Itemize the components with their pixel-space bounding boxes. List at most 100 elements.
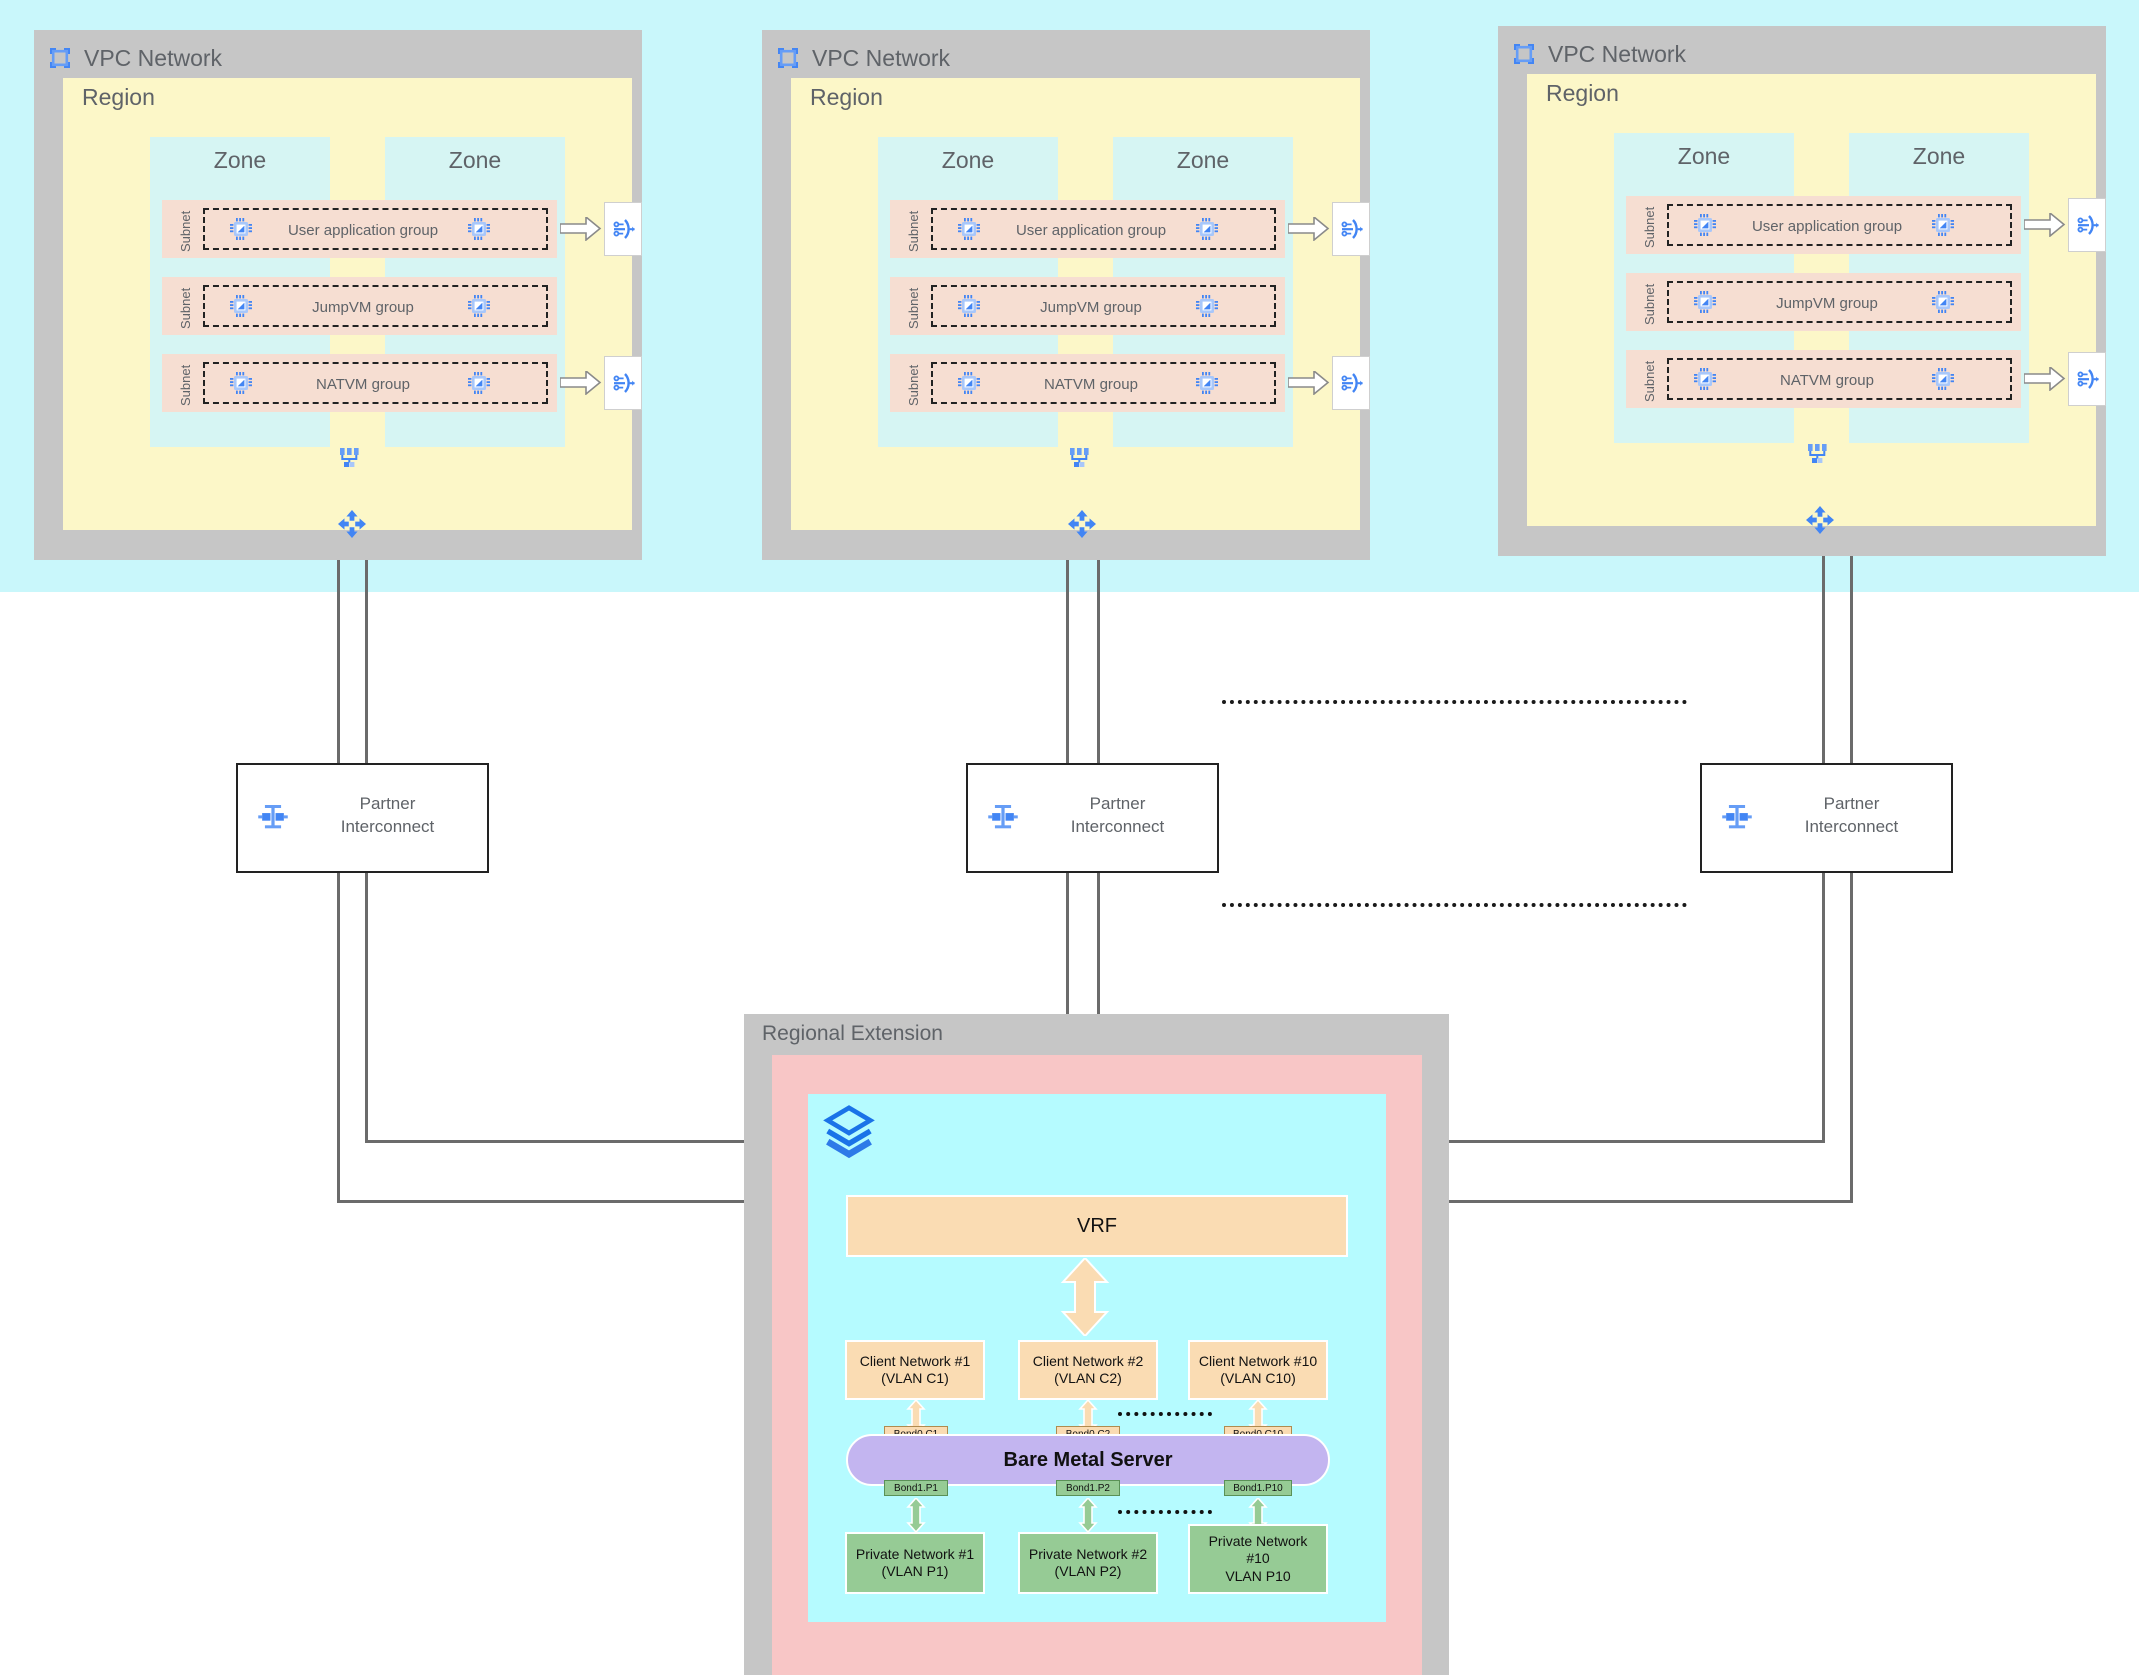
client-network-10[interactable]: Client Network #10(VLAN C10) bbox=[1188, 1340, 1328, 1400]
compute-vm-icon bbox=[1196, 372, 1218, 394]
arrow-right-icon bbox=[2024, 213, 2065, 237]
client-network-name: Client Network #10 bbox=[1198, 1352, 1318, 1369]
instance-group-natvm[interactable] bbox=[1667, 358, 2012, 400]
cloud-nat-icon bbox=[2076, 368, 2100, 390]
instance-group-jumpvm[interactable] bbox=[203, 285, 548, 327]
cloud-nat-icon bbox=[612, 218, 636, 240]
client-network-2-arrow bbox=[1078, 1400, 1098, 1434]
private-network-vlan: (VLAN P1) bbox=[881, 1563, 949, 1579]
client-network-2[interactable]: Client Network #2(VLAN C2) bbox=[1018, 1340, 1158, 1400]
pi-line-2: Interconnect bbox=[340, 816, 435, 836]
client-network-name: Client Network #1 bbox=[859, 1352, 971, 1369]
cloud-nat-2a[interactable] bbox=[1332, 202, 1370, 256]
private-network-vlan: (VLAN P2) bbox=[1054, 1563, 1122, 1579]
compute-vm-icon bbox=[230, 372, 252, 394]
pi-line-2: Interconnect bbox=[1804, 816, 1899, 836]
compute-vm-icon bbox=[1694, 291, 1716, 313]
compute-vm-icon bbox=[468, 218, 490, 240]
subnet-label: Subnet bbox=[1642, 360, 1657, 402]
region-label: Region bbox=[810, 84, 883, 110]
cloud-nat-icon bbox=[1340, 218, 1364, 240]
private-network-1[interactable]: Private Network #1(VLAN P1) bbox=[845, 1532, 985, 1594]
cloud-router-icon bbox=[338, 510, 366, 538]
subnet-label: Subnet bbox=[906, 364, 921, 406]
region-label: Region bbox=[1546, 80, 1619, 106]
compute-vm-icon bbox=[1932, 368, 1954, 390]
partner-interconnect-icon bbox=[988, 805, 1018, 829]
cloud-nat-icon bbox=[612, 372, 636, 394]
arrow-right-icon bbox=[1288, 217, 1329, 241]
instance-group-user-application[interactable] bbox=[931, 208, 1276, 250]
pi-line-1: Partner bbox=[359, 794, 416, 813]
client-network-vlan: (VLAN C1) bbox=[881, 1370, 949, 1386]
connector-vpc1-a2 bbox=[337, 1200, 859, 1203]
instance-group-label: User application group bbox=[1751, 218, 1903, 235]
bare-metal-server[interactable]: Bare Metal Server bbox=[846, 1434, 1330, 1486]
client-network-10-arrow bbox=[1248, 1400, 1268, 1434]
instance-group-user-application[interactable] bbox=[203, 208, 548, 250]
client-network-1[interactable]: Client Network #1(VLAN C1) bbox=[845, 1340, 985, 1400]
vrf-box[interactable]: VRF bbox=[846, 1195, 1348, 1257]
compute-vm-icon bbox=[1196, 218, 1218, 240]
instance-group-natvm[interactable] bbox=[203, 362, 548, 404]
vpn-gateway-icon bbox=[1807, 443, 1828, 464]
private-network-name: Private Network #2 bbox=[1028, 1545, 1148, 1562]
compute-vm-icon bbox=[1932, 291, 1954, 313]
vpc-network-icon bbox=[776, 46, 800, 70]
arrow-right-icon bbox=[2024, 367, 2065, 391]
arrow-right-icon bbox=[560, 371, 601, 395]
partner-interconnect-label: Partner Interconnect bbox=[1764, 793, 1939, 839]
instance-group-label: User application group bbox=[1015, 222, 1167, 239]
partner-interconnect-icon bbox=[258, 805, 288, 829]
compute-vm-icon bbox=[958, 372, 980, 394]
instance-group-label: NATVM group bbox=[1780, 372, 1874, 389]
connector-vpc3-a2 bbox=[1313, 1140, 1825, 1143]
private-network-vlan: VLAN P10 bbox=[1225, 1567, 1291, 1584]
compute-vm-icon bbox=[230, 295, 252, 317]
partner-interconnect-3[interactable] bbox=[1700, 763, 1953, 873]
subnet-label: Subnet bbox=[178, 287, 193, 329]
vpc-network-icon bbox=[1512, 42, 1536, 66]
instance-group-label: NATVM group bbox=[316, 376, 410, 393]
client-network-ellipsis bbox=[1118, 1412, 1212, 1416]
bond-label-p10: Bond1.P10 bbox=[1224, 1480, 1292, 1496]
compute-vm-icon bbox=[1694, 368, 1716, 390]
compute-vm-icon bbox=[1694, 214, 1716, 236]
cloud-router-icon bbox=[1068, 510, 1096, 538]
subnet-label: Subnet bbox=[178, 210, 193, 252]
vpc-network-icon bbox=[48, 46, 72, 70]
private-network-1-arrow bbox=[906, 1498, 926, 1532]
pi-line-1: Partner bbox=[1089, 794, 1146, 813]
partner-interconnect-label: Partner Interconnect bbox=[1030, 793, 1205, 839]
instance-group-user-application[interactable] bbox=[1667, 204, 2012, 246]
cloud-router-icon bbox=[1806, 506, 1834, 534]
private-network-10-arrow bbox=[1248, 1498, 1268, 1532]
subnet-label: Subnet bbox=[178, 364, 193, 406]
zone-label: Zone bbox=[941, 147, 995, 173]
instance-group-jumpvm[interactable] bbox=[931, 285, 1276, 327]
zone-label: Zone bbox=[448, 147, 502, 173]
private-network-number: #10 bbox=[1246, 1550, 1270, 1567]
client-network-name: Client Network #2 bbox=[1032, 1352, 1144, 1369]
connector-vpc3-b2 bbox=[1313, 1200, 1853, 1203]
cloud-nat-icon bbox=[1340, 372, 1364, 394]
connector-vpc1-b2 bbox=[365, 1140, 859, 1143]
layers-icon bbox=[820, 1104, 878, 1162]
instance-group-jumpvm[interactable] bbox=[1667, 281, 2012, 323]
instance-group-label: JumpVM group bbox=[1040, 299, 1142, 316]
instance-group-natvm[interactable] bbox=[931, 362, 1276, 404]
subnet-label: Subnet bbox=[906, 287, 921, 329]
vpc-title: VPC Network bbox=[1548, 41, 1687, 67]
compute-vm-icon bbox=[230, 218, 252, 240]
instance-group-label: NATVM group bbox=[1044, 376, 1138, 393]
partner-interconnect-1[interactable] bbox=[236, 763, 489, 873]
compute-vm-icon bbox=[958, 295, 980, 317]
regional-extension-title: Regional Extension bbox=[762, 1022, 943, 1045]
private-network-2[interactable]: Private Network #2(VLAN P2) bbox=[1018, 1532, 1158, 1594]
bond-label-p2: Bond1.P2 bbox=[1056, 1480, 1120, 1496]
cloud-nat-icon bbox=[2076, 214, 2100, 236]
compute-vm-icon bbox=[958, 218, 980, 240]
private-network-2-arrow bbox=[1078, 1498, 1098, 1532]
zone-label: Zone bbox=[1912, 143, 1966, 169]
